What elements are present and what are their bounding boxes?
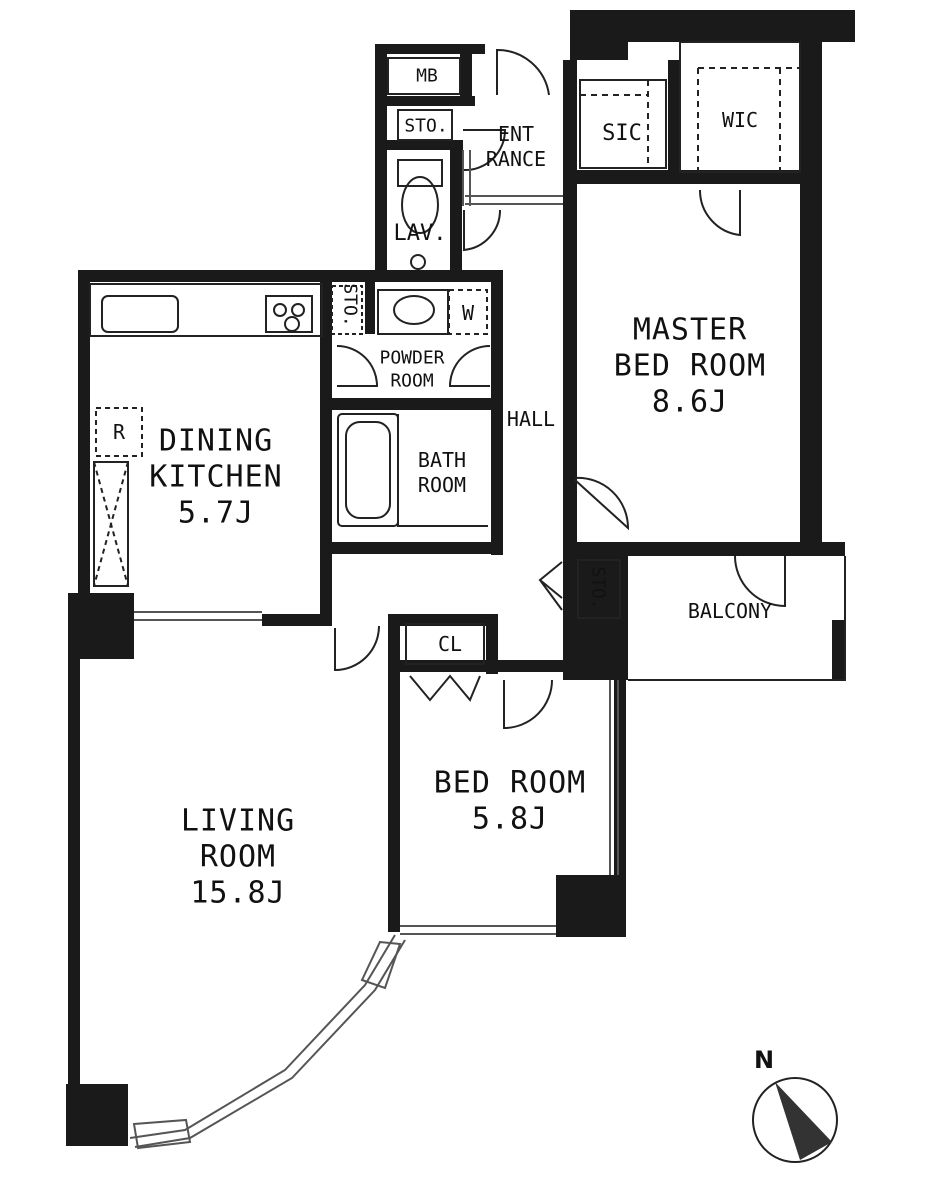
dining-label-line1: DINING [158,423,274,459]
compass-circle [752,1077,838,1163]
powder-label-line2: ROOM [390,370,434,392]
bedroom-label: BED ROOM [433,765,587,801]
fixtures [89,41,846,730]
wic-label: WIC [721,108,759,133]
wall-living-west [68,600,80,1140]
master-label-line1: MASTER [632,312,748,348]
sto-hall-text: STO. [587,566,609,610]
bath-label-line1: BATH [417,448,467,473]
powder-label-line1: POWDER [379,347,445,369]
windows [129,150,619,1150]
dining-size-label: 5.7J [177,495,255,531]
lav-label: LAV. [393,221,447,247]
closet-label: CL [437,632,463,657]
living-label-line2: ROOM [199,839,277,875]
master-size-label: 8.6J [651,384,729,420]
wall-east-master [800,10,822,550]
wall-hall-east [563,60,577,560]
master-label-line2: BED ROOM [613,348,767,384]
compass [752,1077,838,1163]
balcony-label: BALCONY [687,599,773,624]
column-bed-se [556,875,626,937]
living-label-line1: LIVING [180,803,296,839]
living-size-label: 15.8J [190,875,286,911]
entrance-label-line1: ENT [497,122,535,147]
compass-needle [775,1082,832,1160]
wall-kitchen-north [78,270,503,282]
bedroom-size-label: 5.8J [471,801,549,837]
sic-label: SIC [602,121,642,147]
washer-label: W [461,301,475,326]
refrigerator-label: R [112,420,126,445]
mb-label: MB [416,65,438,87]
wall-kitchen-west [78,270,90,600]
sto-kitchen-label: STO. [328,283,371,326]
column-living-sw [66,1084,128,1146]
wall-master-south [563,542,845,556]
walls [66,10,855,1146]
wall-bath-east [491,270,503,555]
wall-lav-west [375,44,387,274]
entrance-label-line2: RANCE [485,147,547,172]
compass-north-label: N [753,1045,775,1074]
sto-entrance-label: STO. [404,115,448,137]
sto-kitchen-text: STO. [339,283,361,327]
sto-hall-label: STO. [576,566,619,609]
bath-label-line2: ROOM [417,473,467,498]
dining-label-line2: KITCHEN [149,459,283,495]
hall-label: HALL [506,407,556,432]
